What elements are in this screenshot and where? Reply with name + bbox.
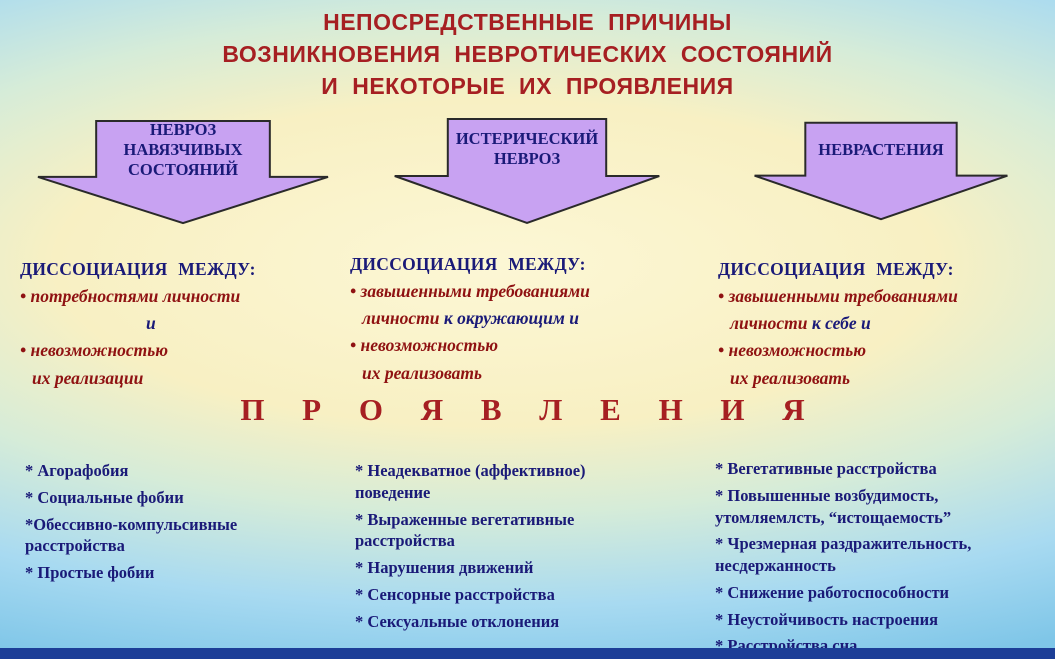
- dissociation-col-1: ДИССОЦИАЦИЯ МЕЖДУ: • потребностями лично…: [20, 256, 325, 392]
- title-line-2: ВОЗНИКНОВЕНИЯ НЕВРОТИЧЕСКИХ СОСТОЯНИЙ: [222, 41, 833, 68]
- dissociation-line: их реализации: [32, 367, 144, 388]
- down-arrow-icon: [35, 118, 331, 226]
- list-item: * Неустойчивость настроения: [715, 609, 939, 629]
- dissociation-line-part: к себе и: [811, 313, 871, 334]
- list-item: *Обессивно-компульсивные расстройства: [25, 514, 238, 556]
- dissociation-line: личности к себе и: [718, 310, 1038, 337]
- dissociation-line: • невозможностью: [718, 340, 867, 361]
- dissociation-col-3: ДИССОЦИАЦИЯ МЕЖДУ: • завышенными требова…: [718, 256, 1038, 392]
- title-line-3: И НЕКОТОРЫЕ ИХ ПРОЯВЛЕНИЯ: [321, 73, 734, 100]
- list-item: * Нарушения движений: [355, 558, 534, 578]
- arrow-obsessive-neurosis: НЕВРОЗ НАВЯЗЧИВЫХ СОСТОЯНИЙ: [35, 118, 331, 226]
- arrow-hysterical-neurosis: ИСТЕРИЧЕСКИЙ НЕВРОЗ: [392, 116, 662, 226]
- manifestations-heading: П Р О Я В Л Е Н И Я: [240, 392, 815, 427]
- list-item: * Неадекватное (аффективное) поведение: [355, 461, 586, 502]
- dissociation-col-2: ДИССОЦИАЦИЯ МЕЖДУ: • завышенными требова…: [350, 251, 685, 387]
- dissociation-line: и: [146, 313, 156, 334]
- list-item: * Чрезмерная раздражительность, несдержа…: [715, 534, 972, 576]
- dissociation-header: ДИССОЦИАЦИЯ МЕЖДУ:: [350, 254, 586, 274]
- list-item: * Выраженные вегетативные расстройства: [355, 509, 575, 551]
- dissociation-header: ДИССОЦИАЦИЯ МЕЖДУ:: [718, 259, 954, 279]
- dissociation-line: • потребностями личности: [20, 286, 241, 307]
- manifestations-col-3: * Вегетативные расстройства * Повышенные…: [715, 458, 1015, 659]
- down-arrow-icon: [752, 120, 1010, 222]
- down-arrow-icon: [392, 116, 662, 226]
- list-item: * Социальные фобии: [25, 487, 184, 507]
- dissociation-line: личности к окружающим и: [350, 305, 685, 332]
- dissociation-line-part: личности: [362, 308, 444, 329]
- list-item: * Снижение работоспособности: [715, 582, 950, 602]
- dissociation-header: ДИССОЦИАЦИЯ МЕЖДУ:: [20, 259, 256, 279]
- manifestations-col-2: * Неадекватное (аффективное) поведение *…: [355, 460, 645, 637]
- list-item: * Сексуальные отклонения: [355, 611, 560, 631]
- dissociation-line: • невозможностью: [350, 335, 499, 356]
- list-item: * Повышенные возбудимость, утомляемлсть,…: [715, 485, 952, 527]
- dissociation-line-part: личности: [730, 313, 812, 334]
- dissociation-line: их реализовать: [730, 367, 851, 388]
- manifestations-col-1: * Агорафобия * Социальные фобии *Обессив…: [25, 460, 295, 589]
- bottom-bar: [0, 648, 1055, 659]
- list-item: * Сенсорные расстройства: [355, 584, 555, 604]
- list-item: * Агорафобия: [25, 461, 129, 480]
- arrow-label-hysterical-neurosis: ИСТЕРИЧЕСКИЙ НЕВРОЗ: [455, 128, 599, 168]
- list-item: * Простые фобии: [25, 563, 155, 583]
- dissociation-line: • завышенными требованиями: [350, 281, 590, 302]
- list-item: * Вегетативные расстройства: [715, 459, 937, 478]
- dissociation-line-part: к окружающим и: [443, 308, 579, 329]
- dissociation-line: • завышенными требованиями: [718, 286, 958, 307]
- page-title: НЕПОСРЕДСТВЕННЫЕ ПРИЧИНЫ ВОЗНИКНОВЕНИЯ Н…: [0, 6, 1055, 103]
- dissociation-line: их реализовать: [362, 362, 483, 383]
- arrow-label-obsessive-neurosis: НЕВРОЗ НАВЯЗЧИВЫХ СОСТОЯНИЙ: [123, 120, 243, 180]
- arrow-label-neurasthenia: НЕВРАСТЕНИЯ: [818, 140, 944, 160]
- title-line-1: НЕПОСРЕДСТВЕННЫЕ ПРИЧИНЫ: [323, 9, 732, 35]
- arrow-neurasthenia: НЕВРАСТЕНИЯ: [752, 120, 1010, 222]
- dissociation-line: • невозможностью: [20, 340, 169, 361]
